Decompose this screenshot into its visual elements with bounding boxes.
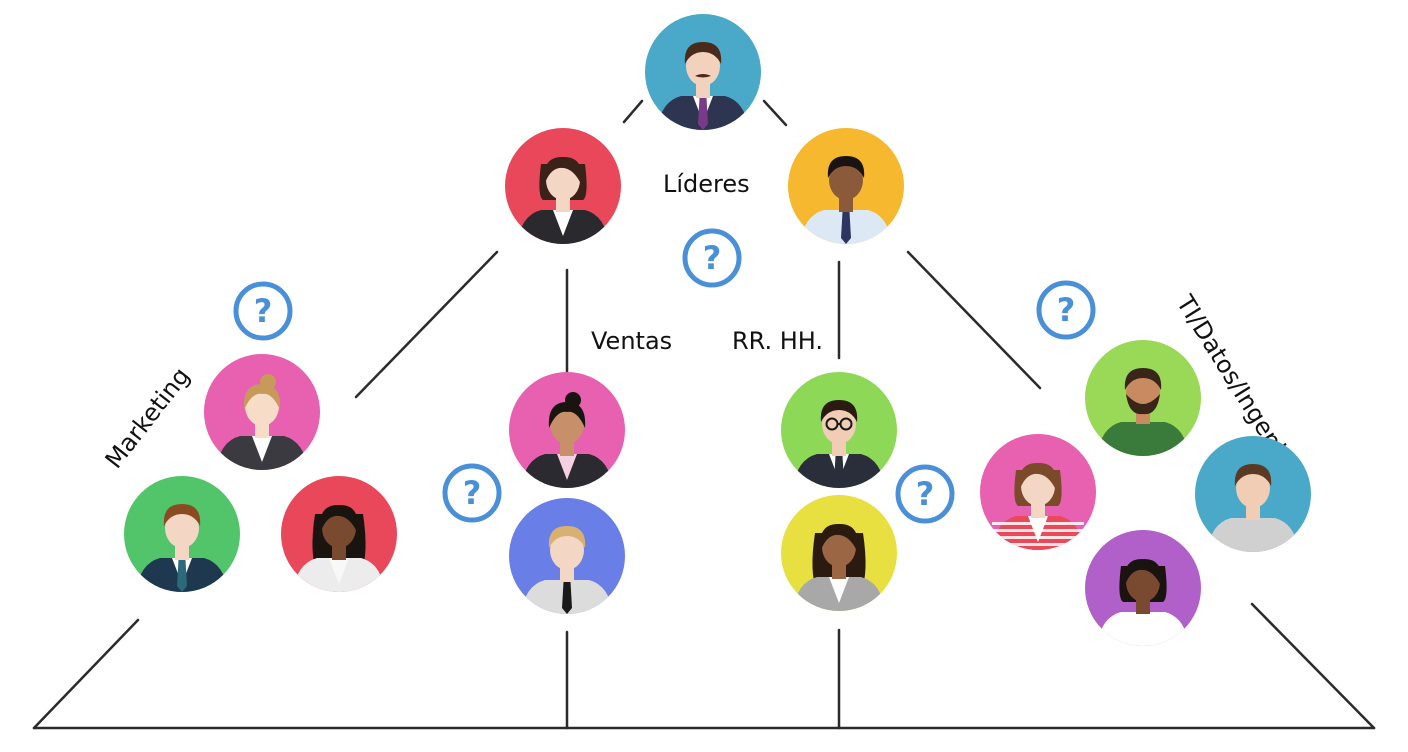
neck xyxy=(556,196,570,212)
shirt xyxy=(553,210,573,236)
question-mark-icon: ? xyxy=(233,281,293,341)
avatar-marketing-2 xyxy=(124,476,240,592)
hair xyxy=(1234,464,1272,486)
shirt xyxy=(1028,516,1048,542)
question-mark-icon: ? xyxy=(1036,280,1096,340)
tie xyxy=(177,560,187,592)
line-leader-right-diag xyxy=(906,250,1042,390)
label-marketing: Marketing xyxy=(100,362,196,474)
line-left-leg xyxy=(32,618,140,730)
avatar-sales-2 xyxy=(509,498,625,614)
neck xyxy=(1246,504,1260,520)
line-ceo-right xyxy=(762,99,788,127)
head xyxy=(1236,468,1270,508)
head xyxy=(686,46,720,86)
svg-text:?: ? xyxy=(463,474,482,512)
tie xyxy=(834,456,844,488)
connector-lines xyxy=(32,99,1376,730)
avatar-hr-1 xyxy=(781,372,897,488)
neck xyxy=(175,544,189,560)
line-ceo-left xyxy=(622,99,644,124)
head xyxy=(829,160,863,200)
tie xyxy=(698,98,708,130)
avatar-sales-1 xyxy=(509,372,625,488)
avatar-leader-right xyxy=(788,128,904,244)
avatar-it-1 xyxy=(1085,340,1201,456)
neck xyxy=(560,566,574,582)
neck xyxy=(1136,598,1150,614)
beard xyxy=(1126,394,1160,415)
avatar-hr-2 xyxy=(781,495,897,611)
hair xyxy=(548,402,586,428)
label-leaders: Líderes xyxy=(663,170,750,198)
neck xyxy=(832,563,846,579)
shirt-stripe xyxy=(992,543,1084,546)
question-mark-icon: ? xyxy=(895,464,955,524)
tie xyxy=(841,212,851,244)
question-mark-icon: ? xyxy=(682,228,742,288)
shirt xyxy=(1243,518,1263,544)
neck xyxy=(696,82,710,98)
avatar-marketing-1 xyxy=(204,354,320,470)
shirt xyxy=(829,577,849,603)
avatar-leader-left xyxy=(505,128,621,244)
hair xyxy=(684,42,722,64)
hair xyxy=(1123,558,1163,588)
avatar-it-3 xyxy=(1195,436,1311,552)
hair xyxy=(827,156,865,178)
neck xyxy=(332,544,346,560)
shirt xyxy=(557,454,577,480)
neck xyxy=(1031,502,1045,518)
shirt xyxy=(252,436,272,462)
svg-text:?: ? xyxy=(1057,291,1076,329)
avatars xyxy=(124,14,1311,646)
shirt xyxy=(1133,422,1153,448)
neck xyxy=(560,440,574,456)
hair xyxy=(319,504,359,534)
label-sales: Ventas xyxy=(591,327,672,355)
hair xyxy=(819,523,859,553)
shirt xyxy=(329,558,349,584)
svg-text:?: ? xyxy=(916,475,935,513)
hair xyxy=(543,156,583,186)
hair xyxy=(163,504,201,526)
hair xyxy=(243,384,281,410)
tie xyxy=(562,582,572,614)
mustache xyxy=(695,74,711,78)
question-marks: ? ? ? ? ? xyxy=(233,228,1096,524)
line-right-leg xyxy=(1250,602,1376,730)
svg-text:?: ? xyxy=(703,239,722,277)
head xyxy=(165,508,199,548)
neck xyxy=(839,196,853,212)
question-mark-icon: ? xyxy=(442,463,502,523)
hair xyxy=(1124,368,1162,390)
line-leader-left-diag xyxy=(354,250,499,399)
avatar-ceo xyxy=(645,14,761,130)
head xyxy=(550,530,584,570)
avatar-marketing-3 xyxy=(281,476,397,592)
hair xyxy=(820,400,858,422)
glasses-icon xyxy=(825,417,853,431)
avatar-it-4 xyxy=(1085,530,1201,646)
shirt-stripe xyxy=(992,550,1084,553)
hair xyxy=(548,526,586,548)
neck xyxy=(255,422,269,438)
neck xyxy=(832,440,846,456)
svg-text:?: ? xyxy=(254,292,273,330)
hair xyxy=(1018,462,1058,492)
label-hr: RR. HH. xyxy=(732,327,823,355)
avatar-it-2 xyxy=(980,434,1096,553)
shirt xyxy=(1133,612,1153,638)
